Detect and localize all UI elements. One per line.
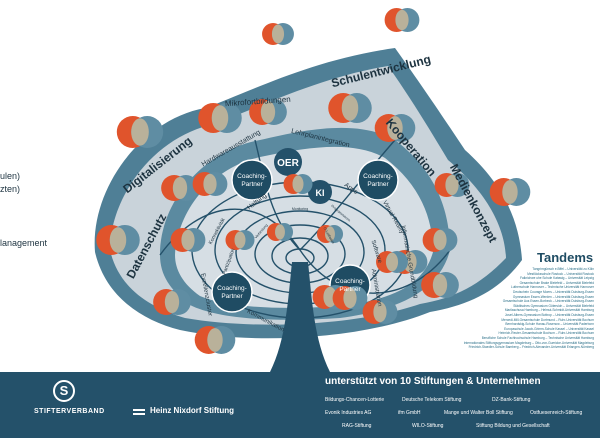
oer-hub (274, 148, 302, 176)
left-fragment-2: zten) (0, 184, 21, 194)
tandem-item: Gesamtschule Aus Essen-Borbeck – Univers… (502, 299, 594, 304)
bubble-overlap (211, 105, 229, 131)
left-fragment-1: ulen) (0, 171, 21, 181)
nixdorf-wordmark: Heinz Nixdorf Stiftung (150, 406, 234, 415)
bubble-overlap (181, 229, 195, 251)
bubble-overlap (292, 175, 304, 193)
bubble-overlap (385, 252, 399, 272)
tandem-item: Marilaschusa Hamburg – Helmut-Schmidt-Un… (504, 308, 594, 313)
diagram-label: KI (316, 188, 325, 198)
tandem-item: Josef-Albers-Gymnasium Bottrop – Univers… (504, 313, 594, 317)
bubble-overlap (343, 287, 357, 309)
footer-band: S STIFTERVERBAND Heinz Nixdorf Stiftung (0, 372, 600, 438)
sponsor-item: WILO-Stiftung (412, 423, 444, 429)
equals-bar-icon (133, 413, 145, 415)
bubble-overlap (323, 286, 337, 308)
tandems-title: Tandems (537, 250, 594, 265)
sponsor-item: Mange und Walter Boll Stiftung (444, 410, 513, 416)
sponsor-item: Evonik Industries AG (325, 410, 372, 416)
sponsor-item: Ostfuesenreich-Stiftung (530, 410, 583, 416)
bubble-overlap (172, 176, 188, 200)
stifterverband-logo-icon: S (53, 380, 75, 402)
bubble-overlap (164, 290, 180, 314)
sponsor-item: Stiftung Bildung und Gesellschaft (476, 423, 550, 429)
bubble-overlap (131, 118, 149, 146)
bubble-overlap (234, 231, 246, 249)
diagram-label: OER (277, 158, 299, 169)
coaching-label: Coaching- (335, 278, 365, 285)
bubble-overlap (395, 9, 409, 31)
equals-bar-icon (133, 409, 145, 411)
bubble-overlap (207, 328, 223, 352)
bubble-overlap (271, 24, 285, 44)
tandem-item: Internationales Stiftungsgymnasium Magde… (463, 340, 594, 345)
sponsor-item: Deutsche Telekom Stiftung (402, 397, 462, 403)
tandem-item: Mercedi-Mill-Gesamtschule Dortmund – Ruh… (501, 317, 594, 322)
tandem-bubbles (96, 8, 531, 354)
bubble-overlap (432, 273, 448, 297)
bubble-overlap (325, 226, 335, 242)
sponsor-item: RAG-Stiftung (342, 423, 372, 429)
tandem-item: Tangrimgünsch e.Bffel – Universität zu K… (532, 267, 594, 271)
coaching-label: Partner (241, 181, 263, 188)
bubble-overlap (373, 301, 387, 323)
coaching-label: Partner (221, 293, 243, 300)
ki-hub (308, 180, 332, 204)
bubble-overlap (403, 251, 417, 273)
tandem-item: Friedrich-Staedler-Schule Bamberg – Frie… (468, 345, 594, 350)
bubble-overlap (445, 174, 459, 196)
tree-trunk (270, 262, 330, 372)
bubble-overlap (109, 227, 127, 253)
tandem-item: Gymnasium Essen-Werden – Universität Dui… (512, 294, 594, 299)
bubble-overlap (260, 100, 276, 124)
tandem-item: Europaschule Jacob-Grimm-Schule Kassel –… (504, 326, 594, 331)
coaching-label: Coaching- (363, 173, 393, 180)
sponsor-item: ifm GmbH (398, 410, 421, 416)
diagram-label: Monitoring (292, 207, 308, 211)
bubble-overlap (275, 224, 285, 240)
tandem-item: Bernhardskig-Schule Hanau-Rosenow – Univ… (505, 322, 594, 327)
tandem-item: Lutherschule Hannover – Technische Unive… (510, 285, 594, 290)
coaching-label: Partner (367, 181, 389, 188)
bubble-overlap (203, 173, 217, 195)
bubble-overlap (502, 180, 518, 204)
spiral-rings (159, 139, 451, 319)
coaching-label: Coaching- (217, 285, 247, 292)
bubble-overlap (341, 95, 359, 121)
sponsor-item: Bildungs-Chancen-Lotterie (325, 397, 385, 403)
tandem-item: Städtisches Gymnasium Gütersloh – Univer… (513, 303, 594, 308)
coaching-label: Coaching- (237, 173, 267, 180)
tandem-item: Berufliche Schule Fachhochschule Hamburg… (481, 336, 594, 340)
tandem-item: Deutschein Courage Moers – Universität D… (513, 290, 594, 294)
left-fragment-3: lanagement (0, 238, 48, 248)
tandem-item: Falkrichwe uhe Schule Katawig – Universi… (520, 276, 594, 281)
stifterverband-s-glyph: S (59, 383, 69, 398)
tandem-item: Heinrich-Reuter-Gesamtschule Bochum – Ru… (498, 331, 594, 336)
tandem-item: Mestlöcksschule Rostock – Universität Ro… (527, 271, 594, 276)
sponsor-item: DZ-Bank-Stiftung (492, 397, 531, 403)
supported-by-heading: unterstützt von 10 Stiftungen & Unterneh… (325, 376, 541, 387)
coaching-label: Partner (339, 286, 361, 293)
bubble-overlap (433, 229, 447, 251)
tandem-item: Gesamtschule Brake Bielefeld – Universit… (519, 280, 594, 285)
bubble-overlap (387, 116, 403, 140)
stifterverband-wordmark: STIFTERVERBAND (34, 408, 105, 415)
